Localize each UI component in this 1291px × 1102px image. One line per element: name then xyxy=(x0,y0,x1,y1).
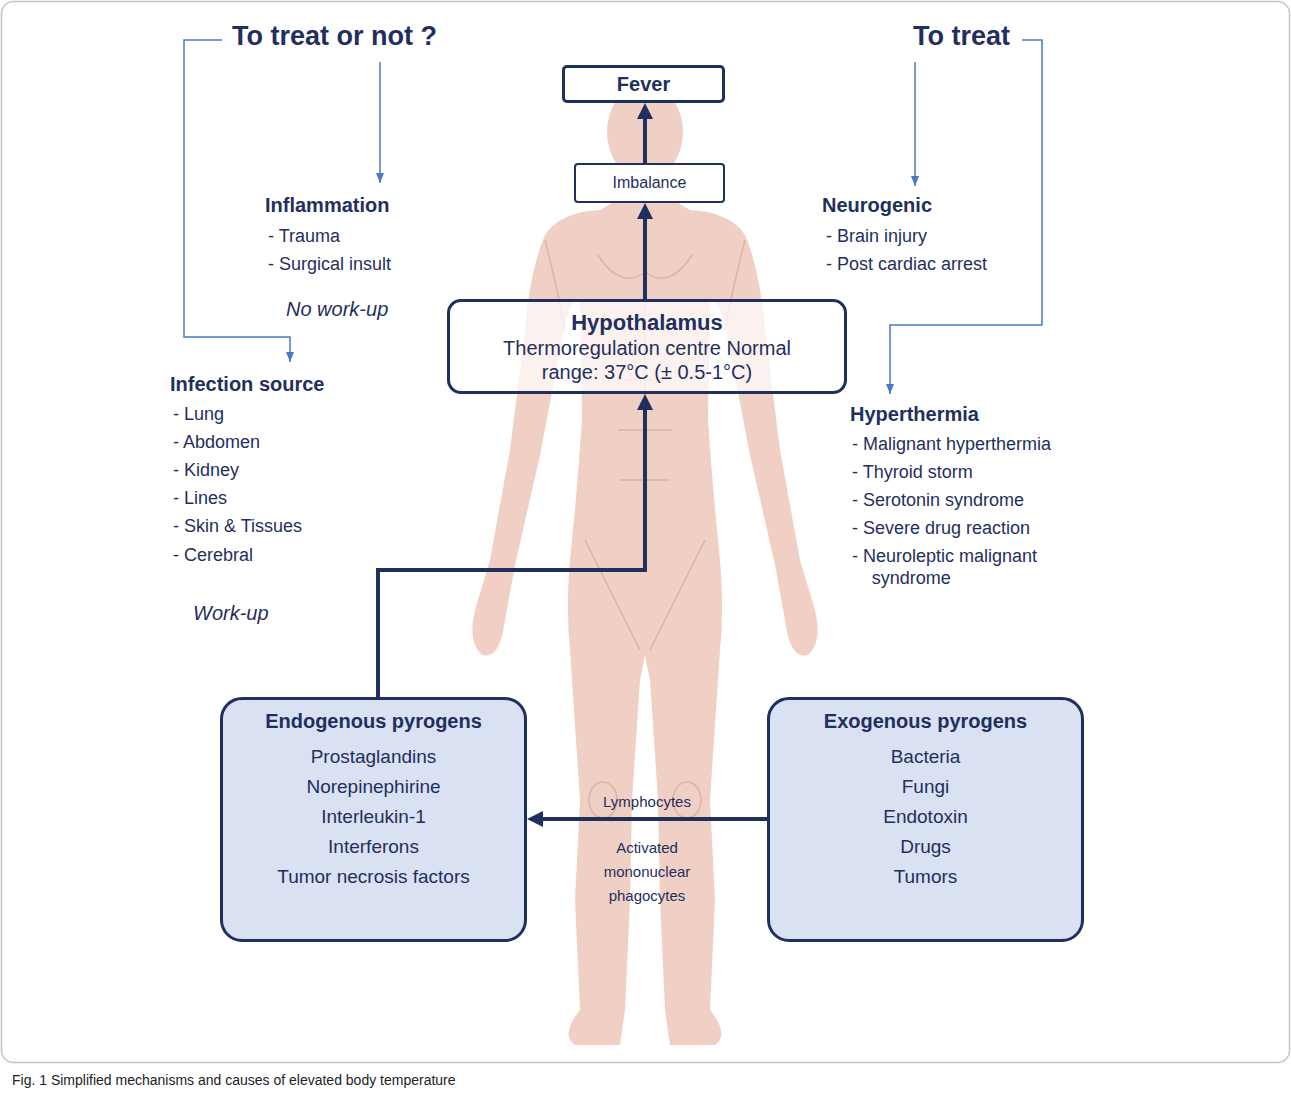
flow-arrow xyxy=(535,817,767,821)
node-text: Thermoregulation centre Normal range: 37… xyxy=(503,336,792,384)
flow-arrow xyxy=(643,211,647,299)
edge-label: Lymphocytes xyxy=(603,793,691,811)
annotation-label: - Lines xyxy=(173,488,227,510)
output-box: Fever xyxy=(562,65,725,103)
node-heading: Endogenous pyrogens xyxy=(265,708,482,734)
annotation-label: - Cerebral xyxy=(173,545,253,567)
annotation-label: No work-up xyxy=(286,297,388,321)
annotation-label: To treat or not ? xyxy=(232,20,437,52)
process-box: Imbalance xyxy=(574,163,725,203)
annotation-label: - Skin & Tissues xyxy=(173,516,302,538)
figure-frame xyxy=(2,2,1290,1063)
node-heading: Fever xyxy=(617,72,670,96)
node-text: Endotoxin xyxy=(883,802,968,832)
annotation-label: - Post cardiac arrest xyxy=(826,254,987,276)
annotation-label: - Neuroleptic malignant syndrome xyxy=(852,546,1114,589)
annotation-label: To treat xyxy=(913,20,1010,52)
flow-arrow xyxy=(643,111,647,163)
node-heading: Hypothalamus xyxy=(571,309,723,336)
bracket-arrows xyxy=(184,40,1042,394)
annotation-label: Work-up xyxy=(193,601,269,625)
annotation-label: Activated mononuclear phagocytes xyxy=(582,836,712,908)
annotation-label: - Serotonin syndrome xyxy=(852,490,1024,512)
annotation-label: Neurogenic xyxy=(822,193,932,217)
flow-arrow xyxy=(378,402,645,697)
annotation-label: Infection source xyxy=(170,372,324,396)
node-text: Tumors xyxy=(894,862,958,892)
node-text: Drugs xyxy=(900,832,951,862)
pyrogen-box: Exogenous pyrogensBacteriaFungiEndotoxin… xyxy=(767,697,1084,942)
bracket-arrow xyxy=(379,62,381,183)
figure-caption: Fig. 1 Simplified mechanisms and causes … xyxy=(12,1072,456,1089)
annotation-label: Hyperthermia xyxy=(850,402,979,426)
annotation-label: - Kidney xyxy=(173,460,239,482)
annotation-label: - Brain injury xyxy=(826,226,927,248)
node-heading: Imbalance xyxy=(613,173,687,193)
annotation-label: - Lung xyxy=(173,404,224,426)
node-text: Bacteria xyxy=(891,742,961,772)
control-centre-box: HypothalamusThermoregulation centre Norm… xyxy=(447,299,847,394)
annotation-label: - Surgical insult xyxy=(268,254,391,276)
node-text: Fungi xyxy=(902,772,950,802)
pyrogen-box: Endogenous pyrogensProstaglandinsNorepin… xyxy=(220,697,527,942)
node-text: Tumor necrosis factors xyxy=(277,862,470,892)
annotation-label: - Severe drug reaction xyxy=(852,518,1030,540)
bracket-arrow xyxy=(914,62,916,186)
annotation-label: - Trauma xyxy=(268,226,340,248)
node-heading: Exogenous pyrogens xyxy=(824,708,1027,734)
bracket-arrow xyxy=(890,40,1042,394)
annotation-label: Inflammation xyxy=(265,193,389,217)
annotation-label: - Abdomen xyxy=(173,432,260,454)
node-text: Interleukin-1 xyxy=(321,802,426,832)
annotation-label: - Malignant hyperthermia xyxy=(852,434,1051,456)
annotation-label: - Thyroid storm xyxy=(852,462,973,484)
node-text: Prostaglandins xyxy=(311,742,437,772)
node-text: Norepinephirine xyxy=(306,772,440,802)
node-text: Interferons xyxy=(328,832,419,862)
